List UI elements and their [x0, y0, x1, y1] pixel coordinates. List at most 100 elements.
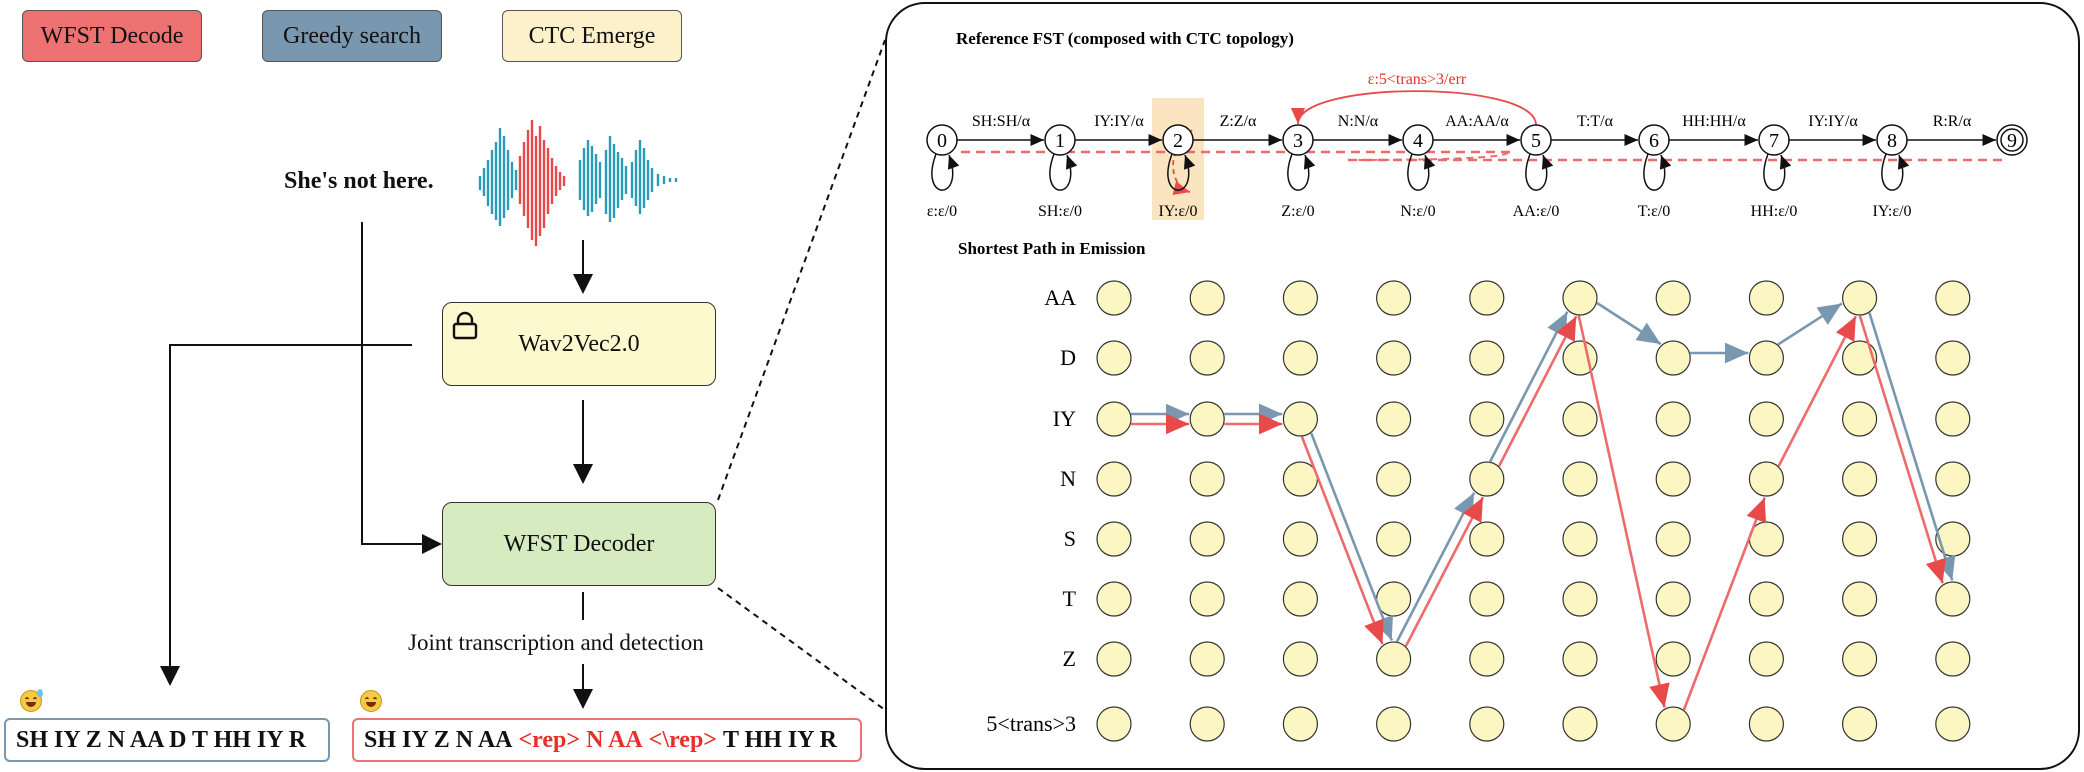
- emission-node: [1189, 521, 1225, 557]
- emission-node: [1841, 641, 1878, 677]
- emission-node: [1375, 706, 1412, 742]
- loop-label: Z:ε/0: [1281, 203, 1314, 220]
- emission-node: [1375, 521, 1412, 557]
- emission-node: [1655, 340, 1691, 376]
- emission-node: [1282, 581, 1319, 617]
- greedy-output-text: SH IY Z N AA D T HH IY R: [16, 726, 307, 753]
- emission-node: [1562, 401, 1598, 437]
- fst-state: [1520, 124, 1552, 156]
- fst-title: Reference FST (composed with CTC topolog…: [956, 29, 1294, 48]
- self-loop-arc: [1525, 153, 1554, 191]
- emission-node: [1841, 521, 1878, 557]
- self-loop-arc: [1167, 153, 1196, 191]
- state-label: 6: [1649, 130, 1659, 152]
- lock-icon: [452, 311, 478, 340]
- emission-node: [1935, 581, 1971, 617]
- row-label: N: [1060, 466, 1076, 491]
- emission-node: [1096, 581, 1132, 617]
- emission-node: [1375, 581, 1412, 617]
- emission-node: [1189, 340, 1225, 376]
- emission-node: [1748, 461, 1785, 497]
- arc-label: HH:HH/α: [1682, 113, 1746, 130]
- fst-state: [1044, 124, 1076, 156]
- emission-node: [1748, 581, 1785, 617]
- sweat-smile-emoji-icon: [20, 689, 43, 712]
- row-label: AA: [1044, 285, 1076, 310]
- emission-node: [1469, 706, 1505, 742]
- legend-wfst-decode: WFST Decode: [22, 10, 202, 62]
- emission-node: [1841, 401, 1878, 437]
- state-highlight: [1152, 98, 1204, 220]
- emission-node: [1655, 461, 1691, 497]
- wfst-path-arrow: [1858, 315, 1946, 584]
- emission-node: [1935, 706, 1971, 742]
- legend-greedy-search: Greedy search: [262, 10, 442, 62]
- emission-node: [1375, 461, 1412, 497]
- legend-label: WFST Decode: [40, 22, 184, 49]
- state-label: 5: [1531, 130, 1541, 152]
- emission-node: [1096, 461, 1132, 497]
- emission-node: [1655, 280, 1691, 316]
- emission-node: [1935, 340, 1971, 376]
- legend-label: CTC Emerge: [528, 22, 656, 49]
- wfst-decoder-box: WFST Decoder: [442, 502, 716, 586]
- emission-node: [1841, 706, 1878, 742]
- error-path-dashed: [1347, 151, 1510, 161]
- row-label: T: [1063, 586, 1077, 611]
- self-loop-arc: [1287, 153, 1316, 191]
- emission-node: [1189, 280, 1225, 316]
- loop-label: N:ε/0: [1400, 203, 1435, 220]
- emission-node: [1096, 521, 1132, 557]
- wfst-path-arrow: [1682, 497, 1767, 711]
- state-label: 0: [937, 130, 947, 152]
- greedy-path-arrow: [1488, 311, 1569, 463]
- state-label: 8: [1887, 130, 1897, 152]
- rep-close-tag: <\rep>: [648, 726, 717, 753]
- loop-label: AA:ε/0: [1513, 203, 1560, 220]
- emission-node: [1189, 401, 1225, 437]
- loop-label: ε:ε/0: [927, 203, 957, 220]
- emission-node: [1282, 280, 1319, 316]
- waveform-icon: [478, 120, 678, 246]
- loop-label: T:ε/0: [1638, 203, 1671, 220]
- emission-node: [1562, 280, 1598, 316]
- emission-node: [1189, 641, 1225, 677]
- arc-label: Z:Z/α: [1220, 113, 1257, 130]
- emission-node: [1562, 641, 1598, 677]
- model-label: Wav2Vec2.0: [518, 330, 640, 357]
- greedy-output: SH IY Z N AA D T HH IY R: [4, 718, 330, 762]
- emission-node: [1841, 581, 1878, 617]
- emission-node: [1748, 340, 1785, 376]
- emission-node: [1562, 521, 1598, 557]
- emission-node: [1655, 641, 1691, 677]
- emission-node: [1282, 521, 1319, 557]
- emission-node: [1375, 340, 1412, 376]
- loop-label: SH:ε/0: [1038, 203, 1082, 220]
- legend-label: Greedy search: [283, 22, 421, 49]
- self-loop-arc: [1643, 153, 1672, 191]
- emission-node: [1469, 641, 1505, 677]
- emission-node: [1096, 641, 1132, 677]
- emission-node: [1655, 401, 1691, 437]
- emission-node: [1189, 706, 1225, 742]
- wfst-path-arrow: [1404, 496, 1485, 647]
- emission-node: [1841, 280, 1878, 316]
- emission-node: [1935, 280, 1971, 316]
- row-label: Z: [1063, 646, 1076, 671]
- greedy-path-arrow: [1868, 312, 1956, 581]
- emission-node: [1748, 706, 1785, 742]
- legend-ctc-emerge: CTC Emerge: [502, 10, 682, 62]
- greedy-path-arrow: [1777, 302, 1843, 346]
- wfst-path-arrow: [1300, 436, 1384, 645]
- joint-caption: Joint transcription and detection: [408, 630, 704, 655]
- fst-state: [1758, 124, 1790, 156]
- emission-node: [1375, 280, 1412, 316]
- emission-node: [1469, 521, 1505, 557]
- loop-label: IY:ε/0: [1158, 203, 1197, 220]
- state-label: 9: [2007, 130, 2017, 152]
- fst-state: [1876, 124, 1908, 156]
- self-loop-arc: [1049, 153, 1078, 191]
- state-label: 4: [1413, 130, 1423, 152]
- arc-label: IY:IY/α: [1094, 113, 1144, 130]
- greedy-path-arrow: [1310, 432, 1393, 641]
